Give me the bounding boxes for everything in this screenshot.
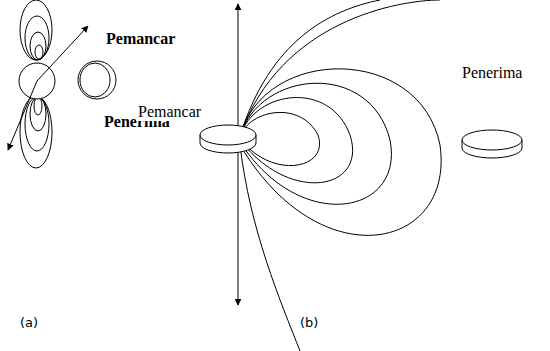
transmitter-coil — [200, 125, 256, 153]
field-lobes-bottom — [20, 96, 52, 168]
panel-label: (a) — [18, 315, 40, 330]
axis-arrow — [8, 81, 37, 150]
field-lobes-top — [20, 0, 52, 60]
receiver-coil — [78, 61, 116, 99]
field-lines — [240, 0, 441, 351]
receiver-coil — [462, 130, 522, 158]
receiver-label: Penerima — [460, 64, 524, 82]
axis-arrow — [37, 26, 88, 81]
transmitter-label: Pemancar — [136, 103, 203, 121]
panel-label: (b) — [298, 315, 320, 330]
axis-arrow — [238, 150, 239, 305]
transmitter-label: Pemancar — [104, 30, 177, 48]
